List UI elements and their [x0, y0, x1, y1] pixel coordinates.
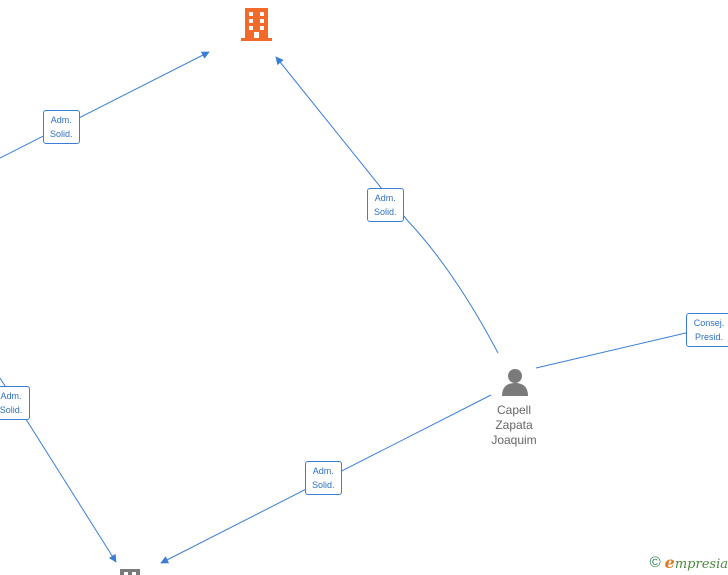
copyright-icon: ©: [649, 554, 661, 571]
edge-person-to-top: [275, 56, 499, 354]
person-icon[interactable]: [502, 369, 528, 396]
edge-person-right: [535, 331, 691, 369]
edge-label-person-to-top: Adm. Solid.: [367, 188, 404, 222]
brand-logo: empresia: [664, 553, 728, 572]
watermark: © empresia: [650, 553, 728, 572]
building-icon[interactable]: [241, 8, 272, 41]
edge-label-person-right: Consej. Presid.: [686, 313, 728, 347]
edge-label-left-to-bottom: Adm. Solid.: [0, 386, 30, 420]
person-name[interactable]: Capell Zapata Joaquim: [491, 403, 537, 447]
edge-label-person-to-bottom: Adm. Solid.: [305, 461, 342, 495]
building-icon[interactable]: [120, 569, 140, 575]
edge-top-left: [0, 51, 210, 159]
edge-label-top-left: Adm. Solid.: [43, 110, 80, 144]
